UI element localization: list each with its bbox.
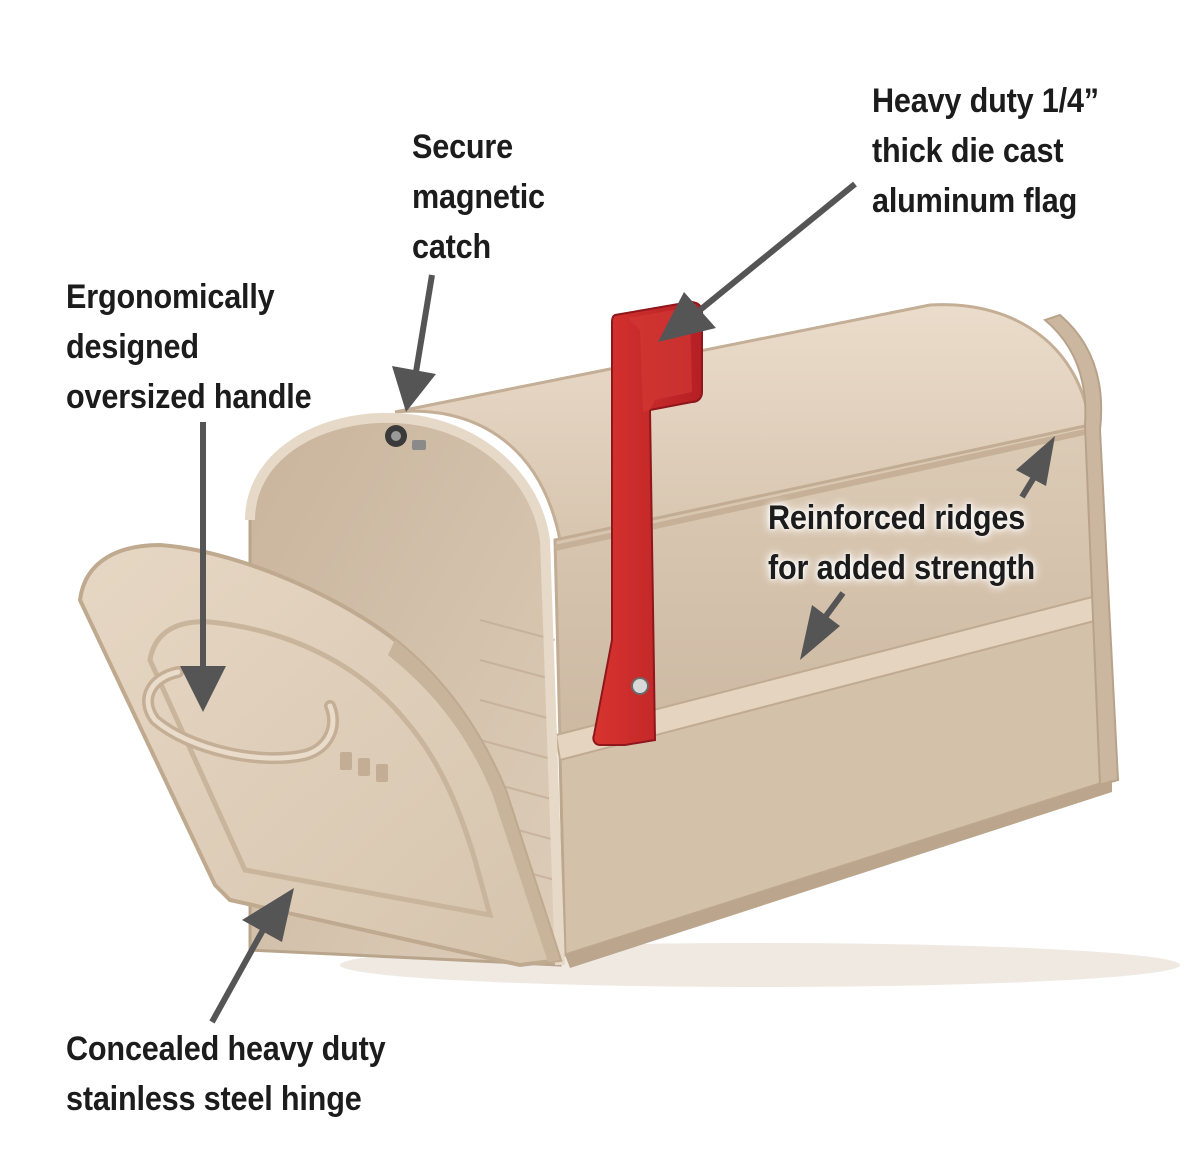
- mailbox-front-rim: [245, 412, 565, 966]
- pointer-arrows: [180, 181, 1055, 1024]
- flag-pivot-bolt: [631, 677, 649, 695]
- callout-handle-line-2: designed: [66, 328, 199, 366]
- callout-magnetic-catch: Secure magnetic catch: [412, 122, 545, 272]
- callout-catch-line-3: catch: [412, 228, 492, 266]
- callout-ridges-line-2: for added strength: [768, 549, 1036, 587]
- callout-catch-line-2: magnetic: [412, 178, 545, 216]
- arrow-up-right-icon: [209, 888, 294, 1024]
- arrow-down-left-icon: [658, 181, 857, 342]
- callout-handle-line-1: Ergonomically: [66, 278, 275, 316]
- callout-flag-line-1: Heavy duty 1/4”: [872, 82, 1099, 120]
- magnetic-catch: [385, 425, 426, 450]
- callout-ridges-line-1: Reinforced ridges: [768, 499, 1026, 537]
- door-inner-panel: [147, 619, 494, 919]
- callout-hinge-line-2: stainless steel hinge: [66, 1080, 362, 1118]
- callout-catch-line-1: Secure: [412, 128, 513, 166]
- arrow-down-left-icon: [800, 591, 846, 660]
- callout-handle-line-3: oversized handle: [66, 378, 312, 416]
- door-emboss: [340, 752, 388, 782]
- arrow-down-icon: [180, 422, 226, 712]
- arrow-down-icon: [392, 274, 436, 412]
- callout-hinge: Concealed heavy duty stainless steel hin…: [66, 1024, 386, 1124]
- callout-flag-line-3: aluminum flag: [872, 182, 1078, 220]
- door-edge: [388, 640, 560, 962]
- mailbox-bottom-edge: [565, 780, 1112, 968]
- callout-handle: Ergonomically designed oversized handle: [66, 272, 312, 422]
- callout-hinge-line-1: Concealed heavy duty: [66, 1030, 386, 1068]
- callout-ridges: Reinforced ridges for added strength: [768, 493, 1035, 593]
- callout-flag: Heavy duty 1/4” thick die cast aluminum …: [872, 76, 1099, 226]
- arrow-up-right-icon: [1016, 436, 1055, 499]
- callout-flag-line-2: thick die cast: [872, 132, 1064, 170]
